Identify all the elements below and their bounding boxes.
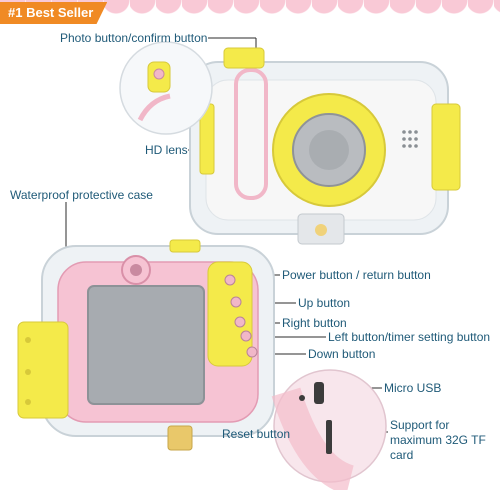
back-tripod-mount: [167, 425, 193, 451]
label-left-button: Left button/timer setting button: [328, 330, 491, 344]
photo-button-inset: [119, 41, 213, 135]
camera-back-view: [17, 239, 275, 451]
label-hd-lens: HD lens: [145, 143, 188, 157]
label-down-button: Down button: [308, 347, 376, 361]
label-waterproof-case: Waterproof protective case: [10, 188, 153, 202]
power-button-dot: [224, 274, 236, 286]
back-side-latch: [17, 321, 69, 419]
label-tf-card-support: Support for maximum 32G TF card: [390, 418, 486, 462]
camera-front-view: [189, 47, 461, 245]
label-up-button: Up button: [298, 296, 351, 310]
back-top-button: [169, 239, 201, 253]
back-screen: [87, 285, 205, 405]
micro-usb-port: [314, 382, 324, 404]
label-photo-button: Photo button/confirm button: [60, 31, 208, 45]
tf-card-slot: [326, 420, 332, 454]
label-micro-usb: Micro USB: [384, 381, 442, 395]
back-viewfinder-inner: [130, 264, 142, 276]
ports-inset: [271, 369, 387, 490]
hd-lens-inner: [309, 130, 349, 170]
front-side-latch: [431, 103, 461, 191]
front-pink-strap: [234, 68, 268, 200]
front-screw: [315, 224, 327, 236]
best-seller-badge: #1 Best Seller: [0, 2, 108, 24]
reset-hole: [299, 395, 305, 401]
label-right-button: Right button: [282, 316, 347, 330]
label-reset-button: Reset button: [222, 427, 291, 441]
back-button-group: [224, 274, 258, 358]
latch-dots: [25, 337, 31, 405]
left-button-dot: [240, 330, 252, 342]
speaker-grille: [402, 130, 418, 148]
up-button-dot: [230, 296, 242, 308]
down-button-dot: [246, 346, 258, 358]
label-power-button: Power button / return button: [282, 268, 431, 282]
right-button-dot: [234, 316, 246, 328]
front-photo-button-cap: [223, 47, 265, 69]
back-button-panel: [207, 261, 253, 367]
